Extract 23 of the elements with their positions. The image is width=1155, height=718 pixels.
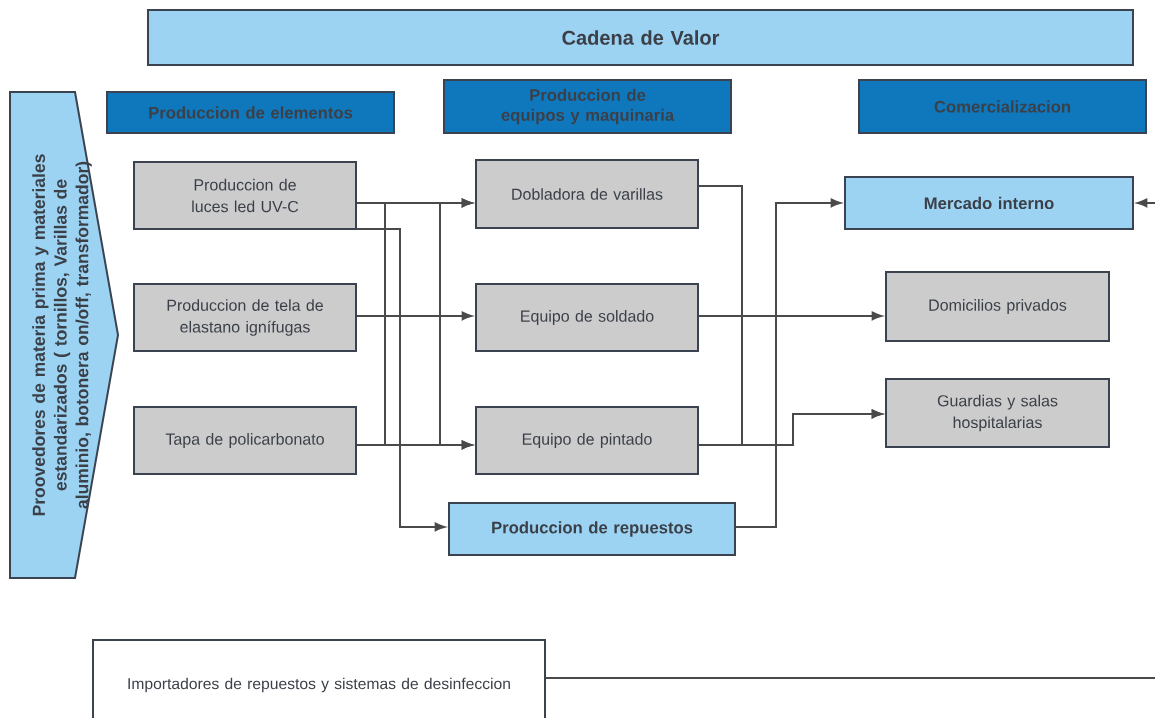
column-header: Comercializacion: [858, 79, 1147, 134]
process-box: Importadores de repuestos y sistemas de desinfeccion: [92, 639, 546, 718]
process-box: Produccion de luces led UV-C: [133, 161, 357, 230]
process-box: Equipo de soldado: [475, 283, 699, 352]
process-box: Tapa de policarbonato: [133, 406, 357, 475]
arrow: [356, 311, 472, 321]
highlight-box: Produccion de repuestos: [448, 502, 736, 556]
highlight-box: Mercado interno: [844, 176, 1134, 230]
arrow: [356, 440, 472, 450]
arrow: [698, 409, 882, 446]
arrow: [356, 228, 445, 532]
process-box: Equipo de pintado: [475, 406, 699, 475]
arrow: [735, 198, 841, 528]
process-box: Domicilios privados: [885, 271, 1110, 342]
title-banner: Cadena de Valor: [147, 9, 1134, 66]
column-header: Produccion de elementos: [106, 91, 395, 134]
process-box: Dobladora de varillas: [475, 159, 699, 229]
process-box: Guardias y salas hospitalarias: [885, 378, 1110, 448]
chevron-box: Proovedores de materia prima y materiales estandarizados ( tornillos, Varillas de aluminio, botonera on/off, transformador): [9, 91, 120, 579]
column-header: Produccion de equipos y maquinaria: [443, 79, 732, 134]
process-box: Produccion de tela de elastano ignífugas: [133, 283, 357, 352]
arrow: [1137, 198, 1155, 208]
arrow: [698, 311, 882, 321]
